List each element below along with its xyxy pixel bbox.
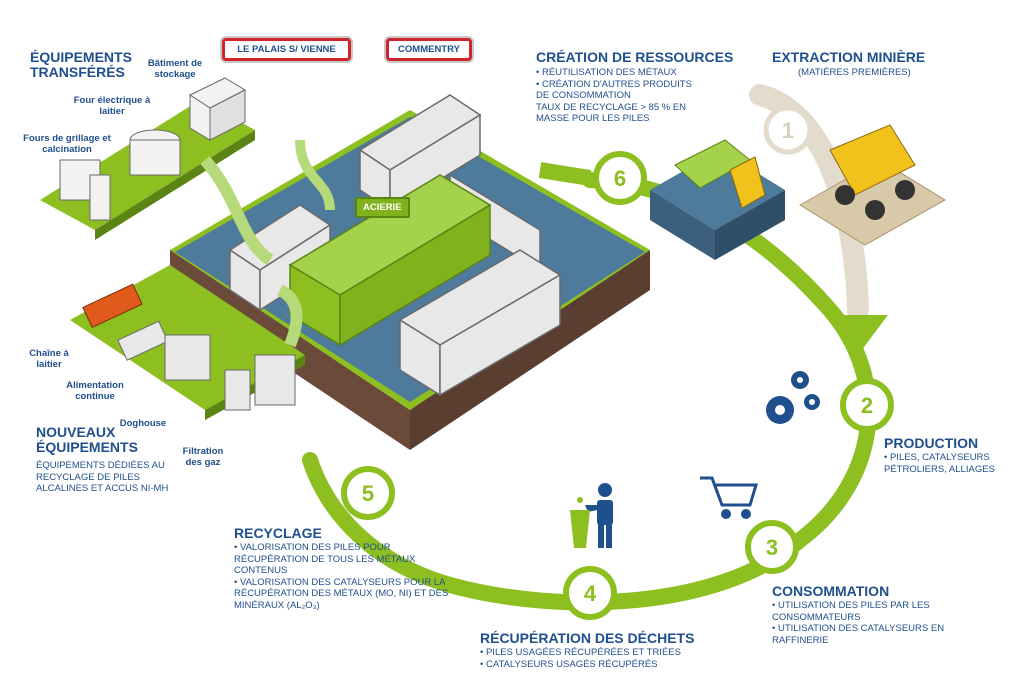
recycling-person-icon	[570, 483, 613, 548]
label-fours-grillage: Fours de grillage et calcination	[23, 133, 111, 155]
step-1-number: 1	[782, 118, 794, 143]
step-6-bullet-2: • CRÉATION D'AUTRES PRODUITS DE CONSOMMA…	[536, 78, 692, 102]
step-3-bullet-1: • UTILISATION DES PILES PAR LES CONSOMMA…	[772, 600, 930, 623]
step-1-subtitle: (MATIÈRES PREMIÈRES)	[798, 67, 911, 78]
step-3-bullet-2: • UTILISATION DES CATALYSEURS EN RAFFINE…	[772, 623, 945, 646]
label-four-electrique: Four électrique à laitier	[73, 95, 151, 117]
step-2-bullet-1: • PILES, CATALYSEURS PÉTROLIERS, ALLIAGE…	[884, 452, 995, 475]
step-6-bullet-3: TAUX DE RECYCLAGE > 85 % EN MASSE POUR L…	[536, 101, 687, 125]
transferred-platform	[40, 77, 255, 240]
step-6-title: CRÉATION DE RESSOURCES	[536, 49, 734, 65]
acierie-building	[288, 174, 492, 347]
step-6-badge	[593, 151, 647, 205]
gears-icon	[766, 371, 820, 424]
step-4-bullet-2: • CATALYSEURS USAGÉS RÉCUPÉRÉS	[480, 658, 658, 670]
mining-truck	[799, 124, 946, 246]
sign-commentry: COMMENTRY	[386, 38, 472, 61]
step-2-number: 2	[861, 393, 873, 418]
new-equipment-platform	[70, 265, 305, 420]
duct-pipe	[295, 139, 335, 211]
label-chaine-laitier: Chaîne à laitier	[29, 348, 69, 370]
step-5-bullet-1: • VALORISATION DES PILES POUR RÉCUPÉRATI…	[234, 542, 416, 576]
step-1-badge	[763, 105, 813, 155]
label-alimentation-continue: Alimentation continue	[66, 380, 124, 402]
step-4-number: 4	[584, 581, 597, 606]
mining-arc	[749, 84, 869, 321]
step-4-title: RÉCUPÉRATION DES DÉCHETS	[480, 630, 695, 646]
nouveaux-body: ÉQUIPEMENTS DÉDIÉES AU RECYCLAGE DE PILE…	[36, 460, 169, 494]
step-3-badge	[745, 520, 799, 574]
sign-le-palais: LE PALAIS S/ VIENNE	[222, 38, 351, 61]
equip-transferes-title: ÉQUIPEMENTS TRANSFÉRÉS	[30, 49, 132, 80]
step-1-title: EXTRACTION MINIÈRE	[772, 49, 926, 65]
label-filtration-gaz: Filtration des gaz	[182, 446, 224, 468]
cycle-loop	[302, 172, 877, 611]
step-6-number: 6	[614, 166, 626, 191]
transfer-arrow	[200, 156, 274, 265]
new-equip-arrow	[276, 284, 303, 348]
step-5-body: • VALORISATION DES PILES POUR RÉCUPÉRATI…	[234, 542, 459, 611]
step-3-title: CONSOMMATION	[772, 583, 890, 599]
step-5-number: 5	[362, 481, 374, 506]
nouveaux-title: NOUVEAUX ÉQUIPEMENTS	[36, 424, 138, 455]
step-3-number: 3	[766, 535, 778, 560]
shopping-cart-icon	[700, 476, 759, 519]
step-4-badge	[563, 566, 617, 620]
step-3-body: • UTILISATION DES PILES PAR LES CONSOMMA…	[772, 600, 947, 646]
transport-truck	[650, 139, 785, 260]
step-6-body: • RÉUTILISATION DES MÉTAUX • CRÉATION D'…	[536, 67, 701, 125]
step-5-badge	[341, 466, 395, 520]
step-2-title: PRODUCTION	[884, 435, 979, 451]
label-doghouse: Doghouse	[119, 418, 167, 429]
step-5-title: RECYCLAGE	[234, 525, 322, 541]
step-5-bullet-2: • VALORISATION DES CATALYSEURS POUR LA R…	[234, 576, 449, 611]
step-4-body: • PILES USAGÉES RÉCUPÉRÉES ET TRIÉES • C…	[480, 647, 740, 670]
label-batiment-stockage: Bâtiment de stockage	[147, 58, 203, 80]
step-6-bullet-1: • RÉUTILISATION DES MÉTAUX	[536, 67, 677, 78]
step-2-badge	[840, 378, 894, 432]
sign-acierie: ACIERIE	[355, 197, 410, 218]
cycle-loop-to-6	[538, 162, 592, 186]
step-4-bullet-1: • PILES USAGÉES RÉCUPÉRÉES ET TRIÉES	[480, 647, 681, 658]
